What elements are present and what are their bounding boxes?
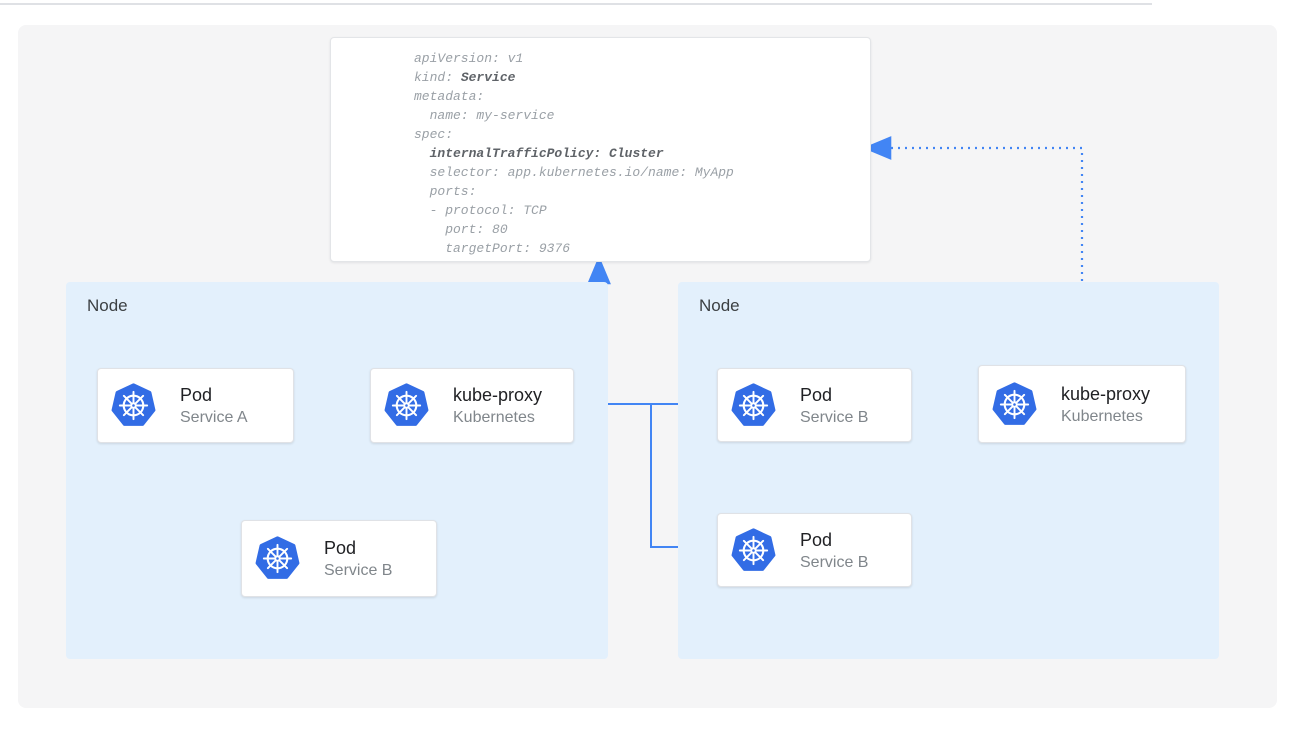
- pod-card-service-b-right-bottom: Pod Service B: [717, 513, 912, 587]
- card-text: Pod Service B: [800, 383, 868, 428]
- card-title: Pod: [324, 538, 357, 558]
- node-label: Node: [699, 296, 740, 315]
- card-subtitle: Kubernetes: [1061, 407, 1143, 425]
- kube-proxy-card-left: kube-proxy Kubernetes: [370, 368, 574, 443]
- node-box-left: Node Pod Service A kube-proxy Kubernetes…: [66, 282, 608, 659]
- kubernetes-logo-icon: [731, 382, 776, 428]
- card-title: Pod: [180, 385, 213, 405]
- card-text: Pod Service B: [800, 528, 868, 573]
- kube-proxy-card-right: kube-proxy Kubernetes: [978, 365, 1186, 443]
- kubernetes-logo-icon: [992, 381, 1037, 427]
- card-text: Pod Service B: [324, 536, 392, 581]
- card-text: kube-proxy Kubernetes: [453, 383, 542, 428]
- card-text: kube-proxy Kubernetes: [1061, 382, 1150, 427]
- card-title: kube-proxy: [1061, 383, 1151, 404]
- card-title: Pod: [800, 384, 833, 405]
- node-label: Node: [87, 296, 128, 315]
- kubernetes-logo-icon: [384, 383, 429, 428]
- kubernetes-logo-icon: [255, 536, 300, 581]
- card-text: Pod Service A: [180, 383, 248, 428]
- card-subtitle: Service B: [800, 408, 869, 426]
- card-title: kube-proxy: [453, 385, 543, 405]
- pod-card-service-b-left: Pod Service B: [241, 520, 437, 597]
- card-subtitle: Kubernetes: [453, 409, 535, 426]
- pod-card-service-b-right-top: Pod Service B: [717, 368, 912, 442]
- node-box-right: Node Pod Service B Pod Service B kube-pr…: [678, 282, 1219, 659]
- card-subtitle: Service B: [800, 553, 869, 571]
- kubernetes-logo-icon: [111, 383, 156, 428]
- card-subtitle: Service A: [180, 409, 248, 426]
- kubernetes-logo-icon: [731, 527, 776, 573]
- top-divider: [0, 3, 1152, 5]
- pod-card-service-a: Pod Service A: [97, 368, 294, 443]
- card-subtitle: Service B: [324, 562, 393, 579]
- card-title: Pod: [800, 529, 833, 550]
